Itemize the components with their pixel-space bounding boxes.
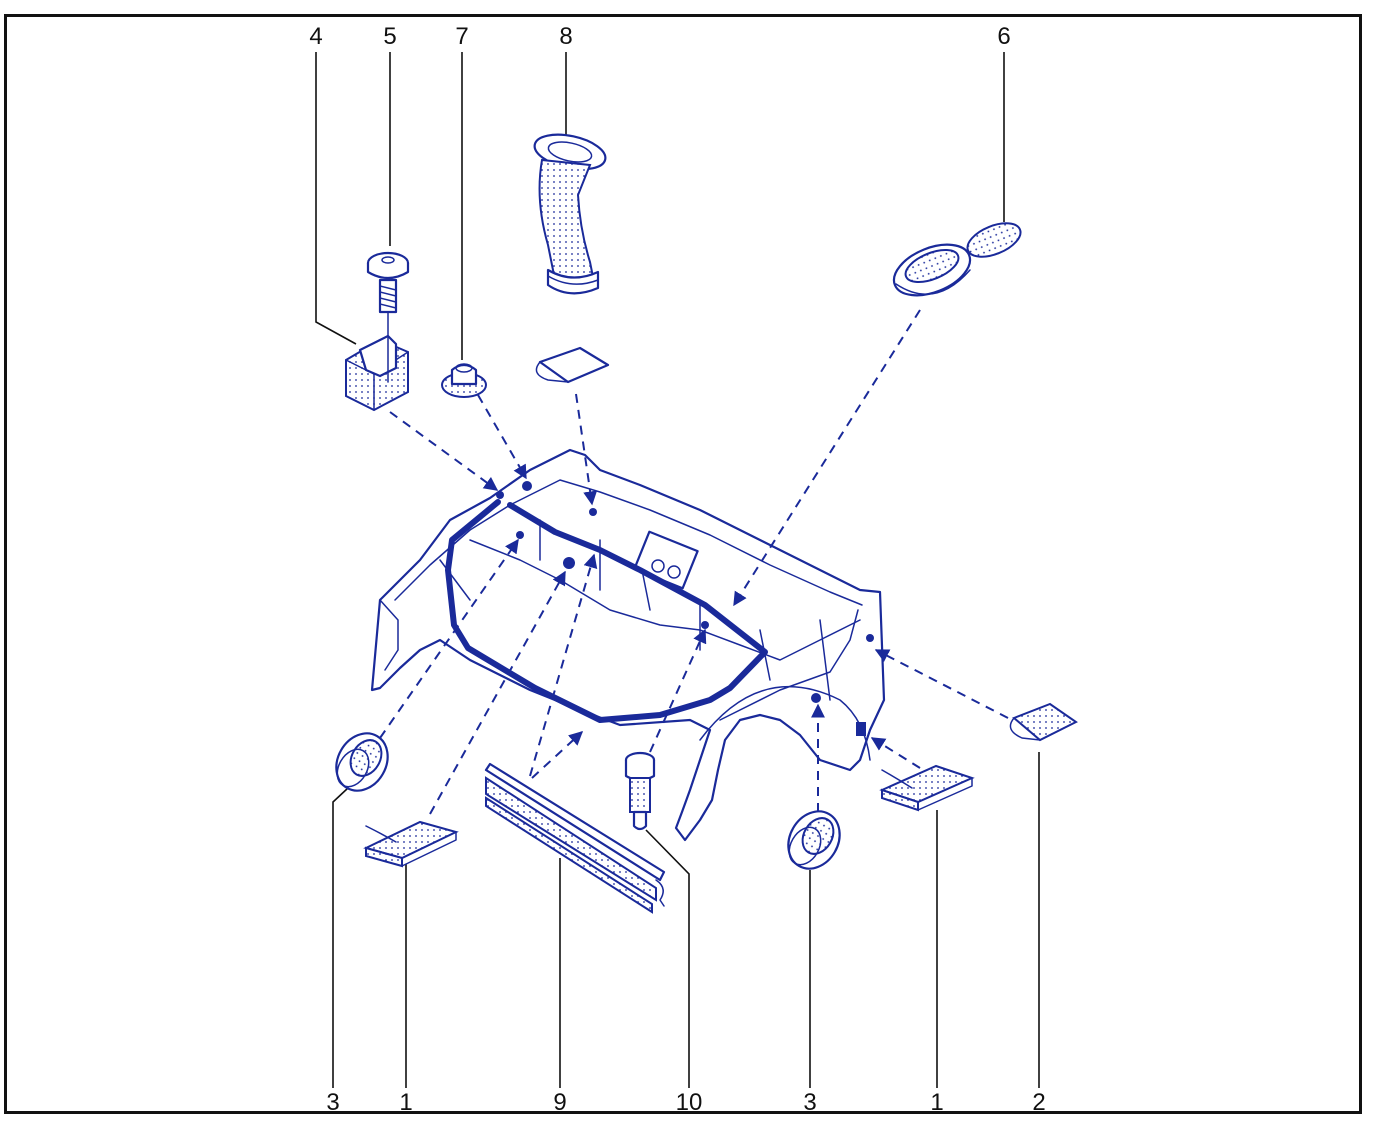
- blower-hole-1: [651, 559, 665, 573]
- leader-lines: [315, 52, 1040, 1088]
- dash-9a: [529, 553, 598, 777]
- part-3-grommet-left: [335, 732, 389, 792]
- hole-pad-top: [589, 508, 597, 516]
- part-4-foam-bracket: [345, 334, 409, 412]
- cowl-inner-flange: [394, 479, 863, 606]
- callout-top-5: 5: [383, 23, 396, 50]
- assembly-lines: [379, 309, 1009, 815]
- blower-hole-2: [667, 565, 681, 579]
- part-3-grommet-right: [787, 810, 841, 870]
- hole-left-upper: [496, 491, 504, 499]
- part-9-seal-strip: [484, 762, 666, 914]
- dash-3-left: [379, 538, 519, 739]
- hole-plug-10: [701, 621, 709, 629]
- dash-4: [389, 411, 499, 491]
- callout-top-7: 7: [455, 23, 468, 50]
- leader-3-left: [332, 787, 349, 1088]
- hole-right-rect: [856, 722, 866, 736]
- bulkhead-ribs: [539, 519, 831, 701]
- callout-bottom-1-right: 1: [930, 1089, 943, 1116]
- part-1-pad-right: [879, 764, 975, 812]
- dash-1-left: [429, 570, 566, 815]
- part-7-grommet-plug: [441, 363, 487, 398]
- bulkhead-lower-line: [469, 539, 861, 661]
- part-10-pin: [624, 751, 656, 831]
- hole-left-mid: [563, 557, 575, 569]
- callout-bottom-9: 9: [553, 1089, 566, 1116]
- callout-bottom-1-left: 1: [399, 1089, 412, 1116]
- callout-bottom-3-left: 3: [326, 1089, 339, 1116]
- hole-grommet-top: [522, 481, 532, 491]
- dash-9b: [531, 731, 584, 779]
- dash-10: [649, 628, 707, 753]
- hole-left-lower: [516, 531, 524, 539]
- sealing-strip: [445, 499, 768, 723]
- part-2-pad: [1009, 702, 1078, 742]
- leader-4: [315, 52, 357, 345]
- callout-top-8: 8: [559, 23, 572, 50]
- callout-bottom-10: 10: [676, 1089, 703, 1116]
- dash-1-right: [870, 737, 921, 769]
- dash-7: [477, 394, 527, 480]
- dash-2: [874, 649, 1009, 719]
- leader-10: [645, 829, 690, 1088]
- hole-right-side: [866, 634, 874, 642]
- part-pad-upper: [535, 346, 610, 384]
- callout-top-6: 6: [997, 23, 1010, 50]
- callout-bottom-2: 2: [1032, 1089, 1045, 1116]
- left-inner-apron: [379, 559, 471, 671]
- callout-top-4: 4: [309, 23, 322, 50]
- part-8-air-duct: [533, 133, 607, 295]
- dash-8pad: [575, 393, 598, 506]
- part-6-oval-grommet: [892, 222, 1022, 297]
- right-inner-apron: [719, 609, 859, 721]
- dash-6: [733, 309, 921, 607]
- callout-bottom-3-right: 3: [803, 1089, 816, 1116]
- part-1-pad-left: [363, 820, 459, 868]
- hole-right-grommet: [811, 693, 821, 703]
- part-5-screw: [366, 251, 410, 383]
